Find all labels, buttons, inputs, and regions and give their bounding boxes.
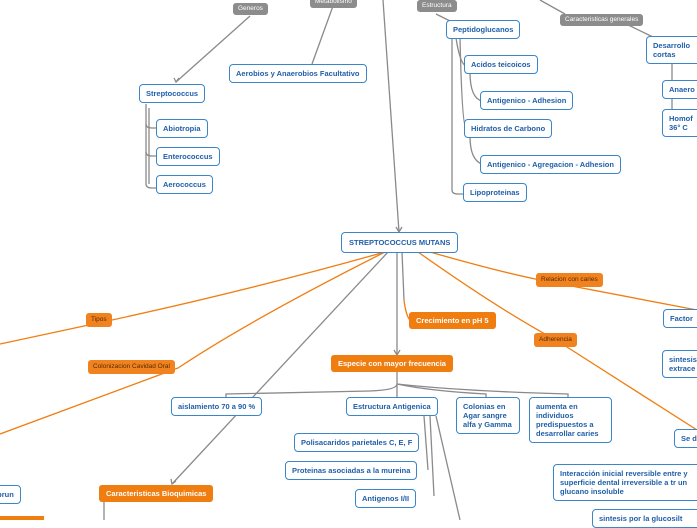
node-antigenos-i-ii[interactable]: Antigenos I/II [355, 489, 417, 508]
orange-box-edge [0, 516, 44, 520]
node-enterococcus[interactable]: Enterococcus [156, 147, 220, 166]
node-interaccion-inicial[interactable]: Interacción inicial reversible entre y s… [553, 464, 697, 501]
node-acidos-teicoicos[interactable]: Acidos teicoicos [464, 55, 538, 74]
node-homof[interactable]: Homof 36° C [662, 109, 697, 137]
edge-central-top [382, 0, 400, 233]
node-streptococcus[interactable]: Streptococcus [139, 84, 206, 103]
edge-tipos [0, 251, 386, 345]
node-estructura-antigenica[interactable]: Estructura Antigenica [346, 397, 438, 416]
node-aumenta-individuos[interactable]: aumenta en individuos predispuestos a de… [529, 397, 612, 443]
tag-estructura[interactable]: Estructura [417, 0, 457, 12]
node-abiotropia[interactable]: Abiotropia [156, 119, 208, 138]
tag-relacion-caries[interactable]: Relacion con caries [536, 273, 603, 287]
node-anaero[interactable]: Anaero [662, 80, 697, 99]
node-polisacaridos[interactable]: Polisacaridos parietales C, E, F [294, 433, 420, 452]
node-crecimiento-ph5[interactable]: Crecimiento en pH 5 [409, 312, 496, 329]
node-lipoproteinas[interactable]: Lipoproteinas [463, 183, 527, 202]
tag-adherencia[interactable]: Adherencia [534, 333, 577, 347]
node-colonias-agar[interactable]: Colonias en Agar sangre alfa y Gamma [456, 397, 520, 434]
tag-generos[interactable]: Generos [233, 3, 268, 15]
tag-colonizacion[interactable]: Colonizacion Cavidad Oral [88, 360, 175, 374]
tag-tipos[interactable]: Tipos [86, 313, 112, 327]
node-se-d[interactable]: Se d [674, 429, 697, 448]
node-left-vbrun[interactable]: vbrun [0, 485, 21, 504]
node-hidratos-de-carbono[interactable]: Hidratos de Carbono [464, 119, 553, 138]
node-factor[interactable]: Factor [663, 309, 697, 328]
node-desarrollo[interactable]: Desarrollo cortas [646, 36, 697, 64]
tag-caracteristicas-generales[interactable]: Caracteristicas generales [560, 14, 644, 26]
node-sintesis-extrace[interactable]: sintesis extrace [662, 350, 697, 378]
edge-to-bioquimicas [171, 251, 389, 485]
node-antigenico-agregacion[interactable]: Antigenico - Agregacion - Adhesion [480, 155, 621, 174]
edge-generos [175, 15, 251, 83]
node-aerococcus[interactable]: Aerococcus [156, 175, 213, 194]
edge-colonizacion [0, 251, 386, 435]
node-antigenico-adhesion[interactable]: Antigenico - Adhesion [480, 91, 574, 110]
tag-metabolismo[interactable]: Metabolismo [310, 0, 357, 8]
node-sintesis-glucosil[interactable]: sintesis por la glucosilt [592, 509, 697, 528]
edge-metabolismo [311, 5, 334, 65]
node-aerobios[interactable]: Aerobios y Anaerobios Facultativo [229, 64, 367, 83]
node-caracteristicas-bioquimicas[interactable]: Caracteristicas Bioquimicas [99, 485, 214, 502]
edge-caract-gen [539, 0, 566, 15]
node-central-streptococcus-mutans[interactable]: STREPTOCOCCUS MUTANS [341, 232, 459, 253]
node-peptidoglucanos[interactable]: Peptidoglucanos [446, 20, 521, 39]
node-aislamiento[interactable]: aislamiento 70 a 90 % [171, 397, 263, 416]
node-especie-mayor-frecuencia[interactable]: Especie con mayor frecuencia [331, 355, 453, 372]
node-proteinas-mureina[interactable]: Proteinas asociadas a la mureina [285, 461, 418, 480]
